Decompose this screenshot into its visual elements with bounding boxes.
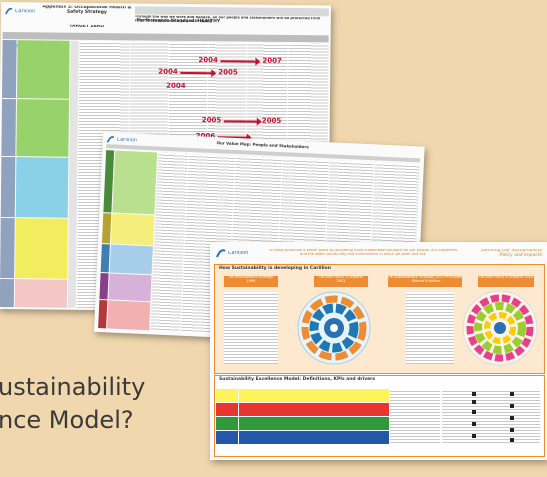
section-band-2 bbox=[1, 99, 16, 157]
model-row-yellow-body bbox=[239, 389, 389, 402]
principles-list-right bbox=[406, 292, 454, 364]
strategy-box-3: UK Sustainability Strategy 2002 Principl… bbox=[388, 276, 462, 287]
marker bbox=[510, 438, 514, 442]
band-purple-light bbox=[108, 273, 152, 302]
carillion-logo: Carillion bbox=[5, 6, 37, 16]
objective-cell-2 bbox=[16, 99, 69, 157]
band-yellow-dark bbox=[101, 213, 112, 244]
sustainability-wheel-left bbox=[297, 291, 371, 365]
year-label: 2005 bbox=[201, 116, 222, 125]
background-text-line-2: ustainability bbox=[0, 373, 146, 401]
objective-cell-4 bbox=[15, 218, 68, 279]
band-yellow-light bbox=[110, 213, 155, 246]
health-safety-strategy-document: Carillion Appendix 3: Occupational Healt… bbox=[0, 2, 331, 313]
objective-cell-1 bbox=[16, 40, 70, 99]
background-text-line-3: nce Model? bbox=[0, 406, 134, 434]
section-band-3 bbox=[0, 157, 16, 218]
model-driver-grid bbox=[442, 389, 540, 444]
strategy-box-2: Carillion Policy & Impacts 2001 bbox=[314, 276, 368, 287]
carillion-logo: Carillion bbox=[106, 135, 137, 144]
model-kpi-column bbox=[390, 389, 440, 444]
development-section-title: How Sustainability is developing in Cari… bbox=[219, 266, 331, 271]
sustainability-wheel-right bbox=[462, 290, 538, 366]
year-label: 2007 bbox=[262, 56, 282, 65]
model-row-blue-body bbox=[239, 431, 389, 444]
performance-standard-subtitle: Through the way we work and behave, all … bbox=[134, 15, 321, 23]
year-label: 2004 bbox=[158, 67, 178, 76]
model-row-yellow bbox=[216, 389, 238, 402]
marker bbox=[510, 404, 514, 408]
marker bbox=[510, 428, 514, 432]
objective-cell-5 bbox=[14, 279, 68, 308]
marker bbox=[472, 422, 476, 426]
principles-list-left bbox=[224, 292, 278, 364]
header-quote: To make tomorrow a better place by deliv… bbox=[268, 249, 458, 256]
appendix-title: Appendix 3: Occupational Health & Safety… bbox=[42, 5, 132, 15]
strategy-box-4: Carillion Policy & Impacts 2005 bbox=[478, 276, 534, 287]
carillion-logo: Carillion bbox=[216, 248, 248, 258]
marker bbox=[472, 400, 476, 404]
marker bbox=[472, 392, 476, 396]
model-row-red bbox=[216, 403, 238, 416]
sustainability-model-document: Carillion To make tomorrow a better plac… bbox=[210, 242, 547, 460]
strategy-box-1: UK Environment Strategy 1999 bbox=[224, 276, 278, 287]
carillion-logo-icon bbox=[106, 136, 115, 143]
value-map-document: Carillion Our Value Map: People and Stak… bbox=[93, 132, 425, 347]
excellence-section-title: Sustainability Excellence Model: Definit… bbox=[219, 377, 376, 382]
carillion-logo-icon bbox=[216, 249, 226, 258]
band-purple-dark bbox=[99, 273, 109, 300]
timeline-arrow bbox=[223, 120, 258, 123]
marker bbox=[472, 410, 476, 414]
band-green-light bbox=[112, 150, 158, 215]
band-red-light bbox=[107, 300, 151, 331]
year-label: 2004 bbox=[166, 81, 186, 90]
objective-cell-3 bbox=[15, 157, 69, 218]
year-label: 2005 bbox=[261, 116, 282, 125]
section-band-5 bbox=[0, 279, 15, 308]
model-row-red-body bbox=[239, 403, 389, 416]
model-row-green-body bbox=[239, 417, 389, 430]
model-row-green bbox=[216, 417, 238, 430]
carillion-logo-icon bbox=[5, 7, 13, 15]
section-band-1 bbox=[1, 40, 17, 99]
timeline-arrow bbox=[220, 60, 257, 63]
marker bbox=[510, 392, 514, 396]
band-red-dark bbox=[98, 300, 108, 329]
section-band-4 bbox=[0, 218, 15, 279]
band-blue-dark bbox=[100, 244, 110, 273]
year-label: 2004 bbox=[198, 56, 218, 65]
model-row-blue bbox=[216, 431, 238, 444]
band-blue-light bbox=[109, 244, 153, 275]
target-zero-label: "TARGET ZERO" bbox=[67, 24, 107, 30]
year-label: 2005 bbox=[218, 68, 238, 77]
header-right-title: Defining Our Sustainability Policy and I… bbox=[481, 249, 542, 258]
timeline-arrow bbox=[180, 71, 213, 75]
marker bbox=[510, 416, 514, 420]
marker bbox=[472, 434, 476, 438]
